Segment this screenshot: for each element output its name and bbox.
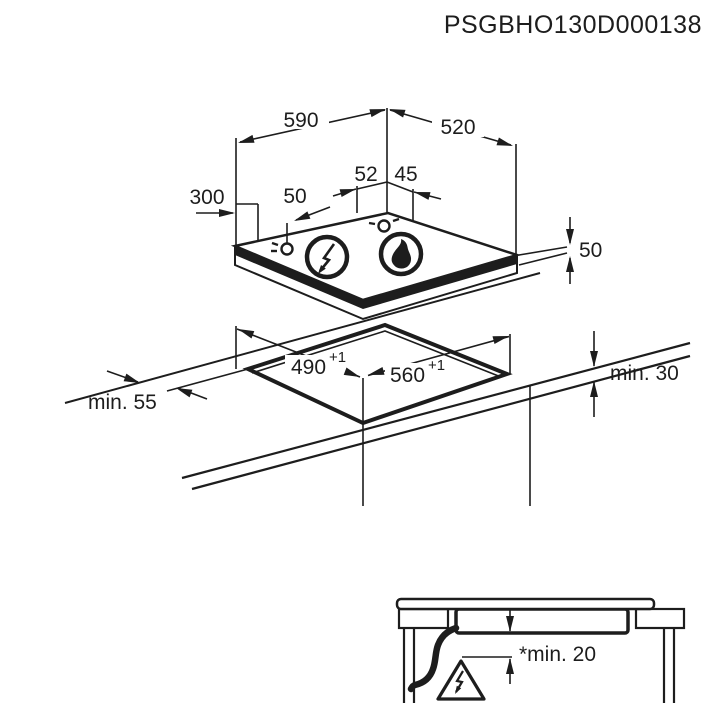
worktop-edge-line (64, 272, 541, 404)
cross-section-detail (395, 597, 686, 703)
worktop-cutout-view (106, 322, 691, 506)
hob-edge-band-right (363, 255, 517, 309)
dim-side-offset: 300 (189, 186, 224, 209)
dim-burner-right-offset: 45 (394, 163, 417, 186)
label-masks-cutout (285, 355, 449, 384)
high-voltage-warning-icon (436, 659, 486, 701)
dim-burner-left-offset: 52 (354, 163, 377, 186)
dim-front-clearance: min. 55 (88, 391, 157, 414)
clearance-arrowheads (506, 616, 514, 674)
dim-hob-thickness: 50 (579, 239, 602, 262)
dim-cutout-depth: 490 (291, 356, 326, 379)
gas-burner-icon (378, 231, 424, 277)
lightning-bolt-icon (318, 243, 336, 272)
dim-cutout-width-tolerance: +1 (428, 357, 445, 374)
label-masks (273, 108, 484, 137)
mains-cable (407, 624, 460, 693)
hob-top-surface (230, 211, 522, 302)
worktop-front-edge-top (181, 341, 691, 480)
dim-hob-depth: 520 (440, 116, 475, 139)
top-view-arrowheads (219, 109, 574, 272)
dim-worktop-thickness: min. 30 (610, 362, 679, 385)
hob-body-section (454, 607, 630, 635)
ignition-mark-right (368, 217, 400, 233)
flame-icon (391, 239, 412, 269)
dim-cutout-depth-tolerance: +1 (329, 349, 346, 366)
worktop-section-left (397, 607, 450, 630)
hob-top-view (64, 108, 574, 404)
worktop-front-edge-bottom (191, 354, 691, 491)
dim-cutout-width: 560 (390, 364, 425, 387)
electric-burner-icon (304, 234, 350, 280)
cabinet-side-panels (402, 628, 676, 703)
hob-edge-band-left (235, 246, 363, 309)
cutout-front-extension-line (166, 368, 249, 392)
dim-clearance-below: *min. 20 (519, 643, 596, 666)
dim-hob-width: 590 (283, 109, 318, 132)
worktop-section-right (634, 607, 686, 630)
hob-side-face (234, 246, 518, 321)
ignition-mark-left (271, 241, 294, 256)
hob-glass-section (395, 597, 656, 611)
drawing-code-title: PSGBHO130D000138 (444, 11, 702, 39)
dim-control-offset: 50 (283, 185, 306, 208)
cutout-arrowheads (123, 329, 598, 398)
